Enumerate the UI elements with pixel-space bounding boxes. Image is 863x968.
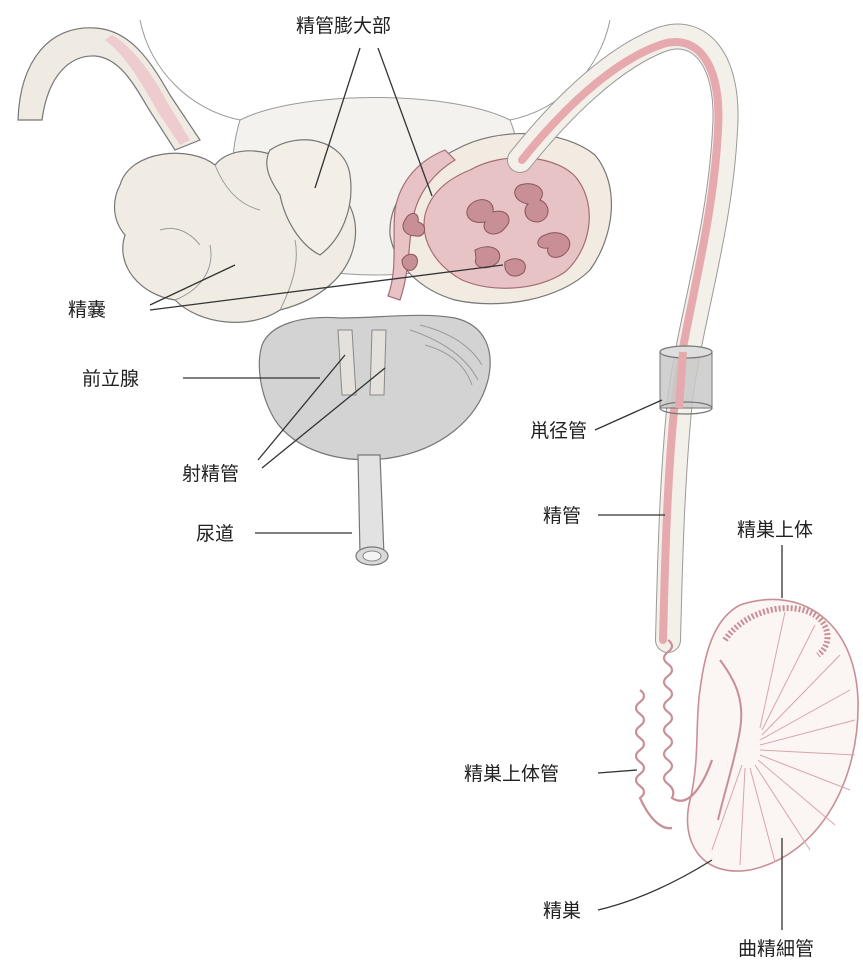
label-urethra: 尿道 [196,523,234,545]
left-seminal-vesicle-shape [115,140,356,323]
label-seminiferous-tubules: 曲精細管 [738,938,814,960]
label-inguinal-canal: 鼡径管 [530,420,587,442]
label-epididymal-duct: 精巣上体管 [464,763,559,785]
label-prostate: 前立腺 [82,368,139,390]
label-seminal-vesicle: 精嚢 [68,299,106,321]
label-epididymis: 精巣上体 [737,519,813,541]
label-testis: 精巣 [543,900,581,922]
label-vas-deferens: 精管 [543,505,581,527]
label-ampulla: 精管膨大部 [296,15,391,37]
vas-deferens-tube [520,37,726,640]
testis-shape [636,599,858,871]
label-ejaculatory-duct: 射精管 [182,463,239,485]
left-upper-tube [18,28,200,150]
urethra-shape [356,455,388,565]
prostate-shape [259,315,490,459]
